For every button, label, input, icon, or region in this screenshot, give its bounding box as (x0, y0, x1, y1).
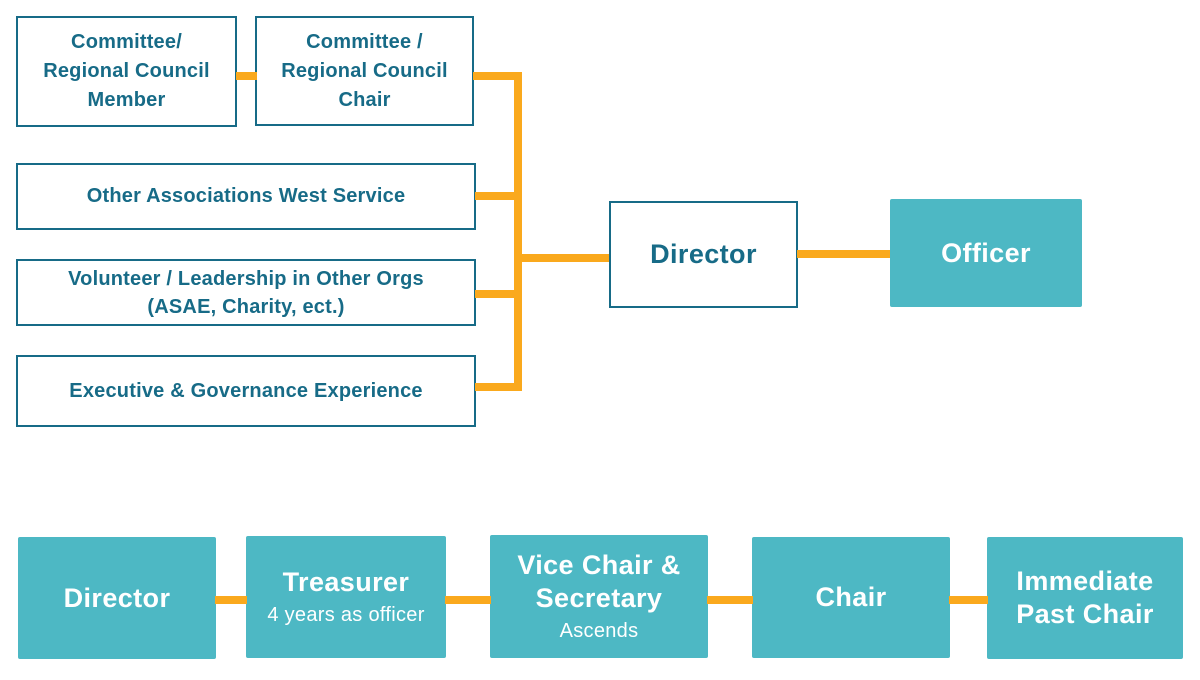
box-line: Director (650, 239, 757, 269)
step-treasurer: Treasurer 4 years as officer (246, 536, 446, 658)
connector-director-to-treasurer (215, 596, 247, 604)
connector-executive-to-spine (475, 383, 522, 391)
step-title: Secretary (535, 582, 663, 613)
connector-chair-to-pastchair (949, 596, 988, 604)
box-line: Other Associations West Service (86, 185, 406, 207)
step-subtitle: Ascends (559, 619, 639, 642)
step-title: Treasurer (282, 566, 410, 597)
connector-spine (514, 72, 522, 391)
box-committee-regional-council-chair: Committee / Regional Council Chair (255, 16, 474, 126)
box-director-top: Director (609, 201, 798, 308)
step-title: Chair (815, 582, 887, 612)
step-vice-chair-secretary: Vice Chair & Secretary Ascends (490, 535, 708, 658)
connector-vicechair-to-chair (707, 596, 753, 604)
connector-other-associations-to-spine (475, 192, 522, 200)
connector-spine-to-director (514, 254, 609, 262)
box-line: Member (87, 89, 166, 111)
box-line: Chair (338, 88, 391, 111)
connector-treasurer-to-vicechair (445, 596, 491, 604)
step-title: Past Chair (1016, 599, 1154, 629)
step-title: Immediate (1016, 566, 1154, 596)
box-line: Regional Council (43, 60, 210, 82)
box-officer: Officer (890, 199, 1082, 307)
step-immediate-past-chair: Immediate Past Chair (987, 537, 1183, 659)
box-executive-governance-experience: Executive & Governance Experience (16, 355, 476, 427)
box-line: Officer (941, 237, 1031, 268)
box-line: Regional Council (281, 59, 448, 82)
box-committee-regional-council-member: Committee/ Regional Council Member (16, 16, 237, 127)
box-line: Executive & Governance Experience (69, 379, 423, 402)
step-subtitle: 4 years as officer (267, 603, 425, 626)
box-volunteer-leadership-other-orgs: Volunteer / Leadership in Other Orgs (AS… (16, 259, 476, 326)
box-line: (ASAE, Charity, ect.) (147, 295, 345, 318)
connector-director-to-officer (797, 250, 890, 258)
connector-volunteer-to-spine (475, 290, 522, 298)
box-line: Committee/ (71, 31, 182, 53)
step-title: Vice Chair & (517, 549, 681, 580)
box-other-associations-west-service: Other Associations West Service (16, 163, 476, 230)
connector-chair-to-spine (473, 72, 522, 80)
connector-member-to-chair (236, 72, 257, 80)
box-line: Committee / (306, 30, 423, 53)
step-chair: Chair (752, 537, 950, 658)
step-title: Director (63, 582, 171, 613)
box-line: Volunteer / Leadership in Other Orgs (68, 267, 424, 290)
step-director: Director (18, 537, 216, 659)
